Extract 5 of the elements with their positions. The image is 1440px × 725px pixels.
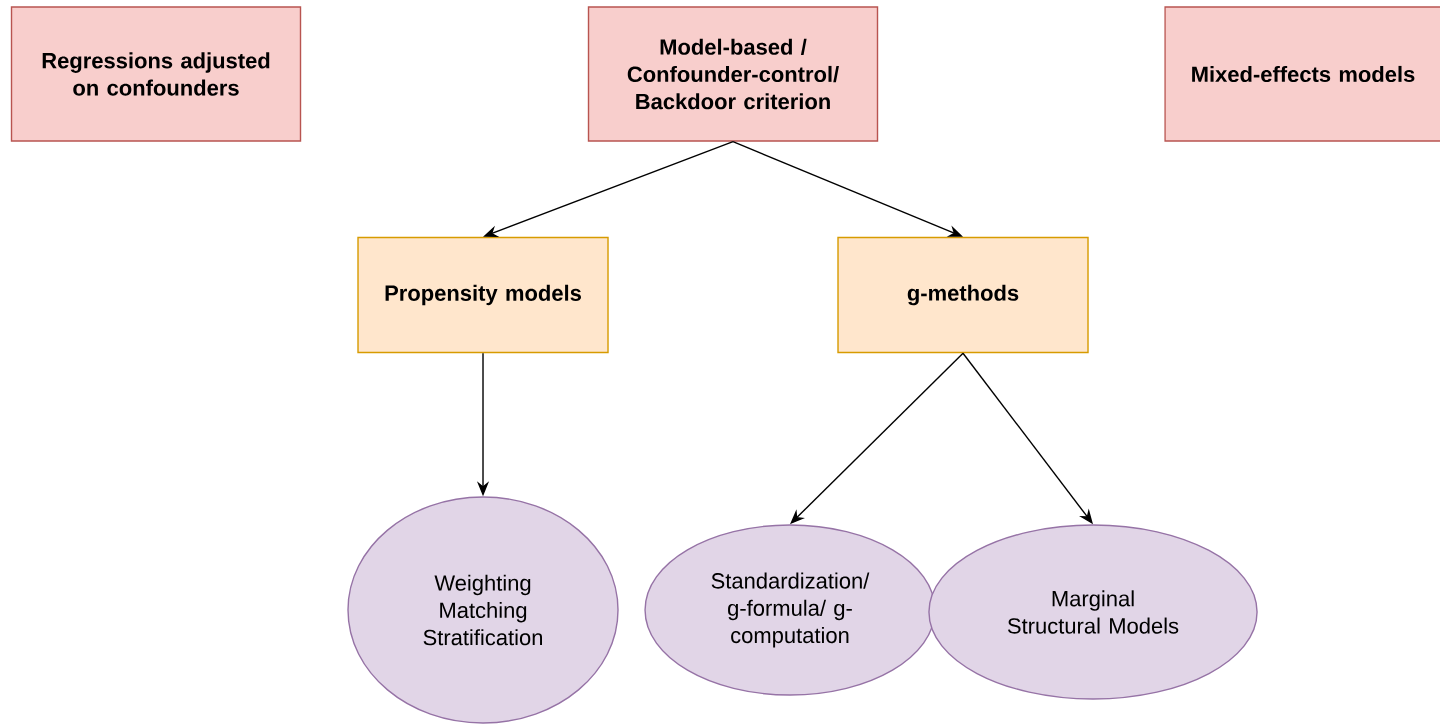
method-box: g-methods — [837, 236, 1089, 354]
method-box: Propensity models — [357, 236, 609, 354]
process-box: Regressions adjusted on confounders — [10, 6, 302, 142]
process-box: Mixed-effects models — [1164, 6, 1440, 142]
process-box: Model-based / Confounder-control/ Backdoor criterion — [587, 6, 879, 142]
